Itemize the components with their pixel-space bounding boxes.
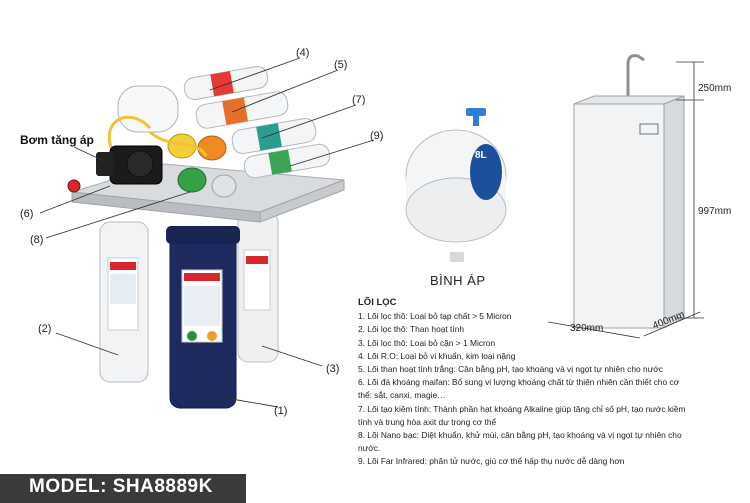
- callout-3: (3): [326, 363, 340, 375]
- legend-item-5: 5. Lõi than hoạt tính trắng: Cân bằng pH…: [358, 364, 663, 375]
- dim-height: 997mm: [698, 206, 732, 217]
- callout-2: (2): [38, 323, 52, 335]
- callout-5: (5): [334, 59, 348, 71]
- filter-housing-1: [166, 226, 240, 409]
- filter-legend: LÕI LỌC 1. Lõi lọc thô: Loại bỏ tạp chất…: [358, 296, 693, 469]
- legend-item-9: 9. Lõi Far Infrared: phân tử nước, giú c…: [358, 456, 625, 467]
- booster-pump: [96, 145, 163, 185]
- filter-housing-2: [99, 221, 149, 383]
- dimension-lines: [547, 61, 704, 339]
- model-bar: [0, 474, 246, 503]
- callout-6: (6): [20, 208, 34, 220]
- callout-9: (9): [370, 130, 384, 142]
- legend-item-1: 1. Lõi lọc thô: Loại bỏ tạp chất > 5 Mic…: [358, 311, 512, 322]
- pump-label: Bơm tăng áp: [20, 133, 94, 147]
- pressure-tank: [405, 108, 507, 262]
- filter-housing-3: [237, 211, 279, 363]
- legend-item-4: 4. Lõi R.O: Loại bỏ vi khuẩn, kim loại n…: [358, 350, 516, 361]
- legend-title: LÕI LỌC: [358, 297, 397, 308]
- legend-item-6: 6. Lõi đá khoáng maifan: Bổ sung vi lượn…: [358, 377, 680, 401]
- tank-capacity: 8L: [475, 150, 487, 161]
- tank-label: BÌNH ÁP: [430, 273, 486, 288]
- legend-item-7: 7. Lõi tạo kiềm tính: Thành phần hạt kho…: [358, 403, 686, 427]
- callout-4: (4): [296, 47, 310, 59]
- callout-8: (8): [30, 234, 44, 246]
- dim-width: 320mm: [570, 323, 604, 334]
- water-cabinet: [573, 54, 685, 329]
- dim-top: 250mm: [698, 83, 732, 94]
- legend-item-8: 8. Lõi Nano bạc: Diệt khuẩn, khử mùi, câ…: [358, 430, 682, 454]
- legend-item-2: 2. Lõi lọc thô: Than hoạt tính: [358, 324, 465, 335]
- top-cartridges: [107, 65, 331, 198]
- callout-1: (1): [274, 405, 288, 417]
- model-name: MODEL: SHA8889K: [29, 476, 213, 497]
- callout-lines: [39, 57, 375, 408]
- callout-7: (7): [352, 94, 366, 106]
- legend-item-3: 3. Lõi lọc thô: Loại bỏ cặn > 1 Micron: [358, 337, 496, 348]
